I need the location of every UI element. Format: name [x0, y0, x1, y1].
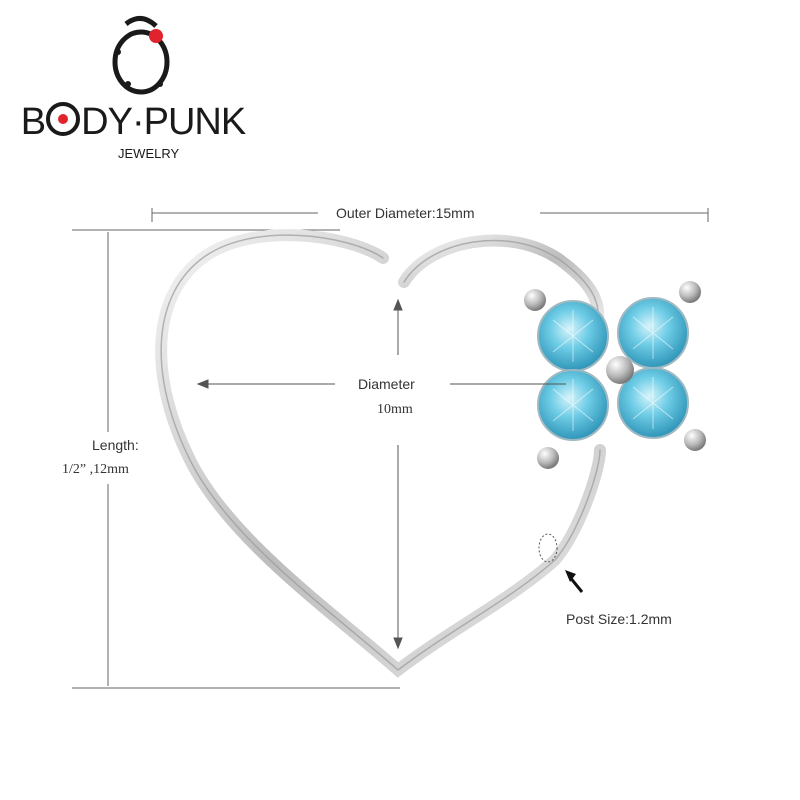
diameter-value: 10mm: [377, 402, 413, 417]
post-size-label: Post Size:1.2mm: [566, 611, 672, 627]
pointer-arrow-icon: [565, 570, 584, 593]
brand-dot-o-icon: [46, 102, 81, 136]
brand-tagline: JEWELRY: [118, 146, 180, 161]
outer-diameter-label: Outer Diameter:15mm: [336, 205, 475, 221]
diameter-label: Diameter: [358, 376, 415, 392]
length-label: Length:: [92, 437, 139, 453]
gem-cluster-image: [524, 281, 706, 469]
outer-diameter-dimension: [151, 208, 709, 222]
logo-ring-icon: [112, 16, 170, 95]
length-value: 1/2” ,12mm: [62, 462, 129, 477]
heart-ring-image: [155, 229, 606, 678]
diameter-dimension: [196, 298, 566, 650]
length-dimension: [72, 229, 400, 689]
